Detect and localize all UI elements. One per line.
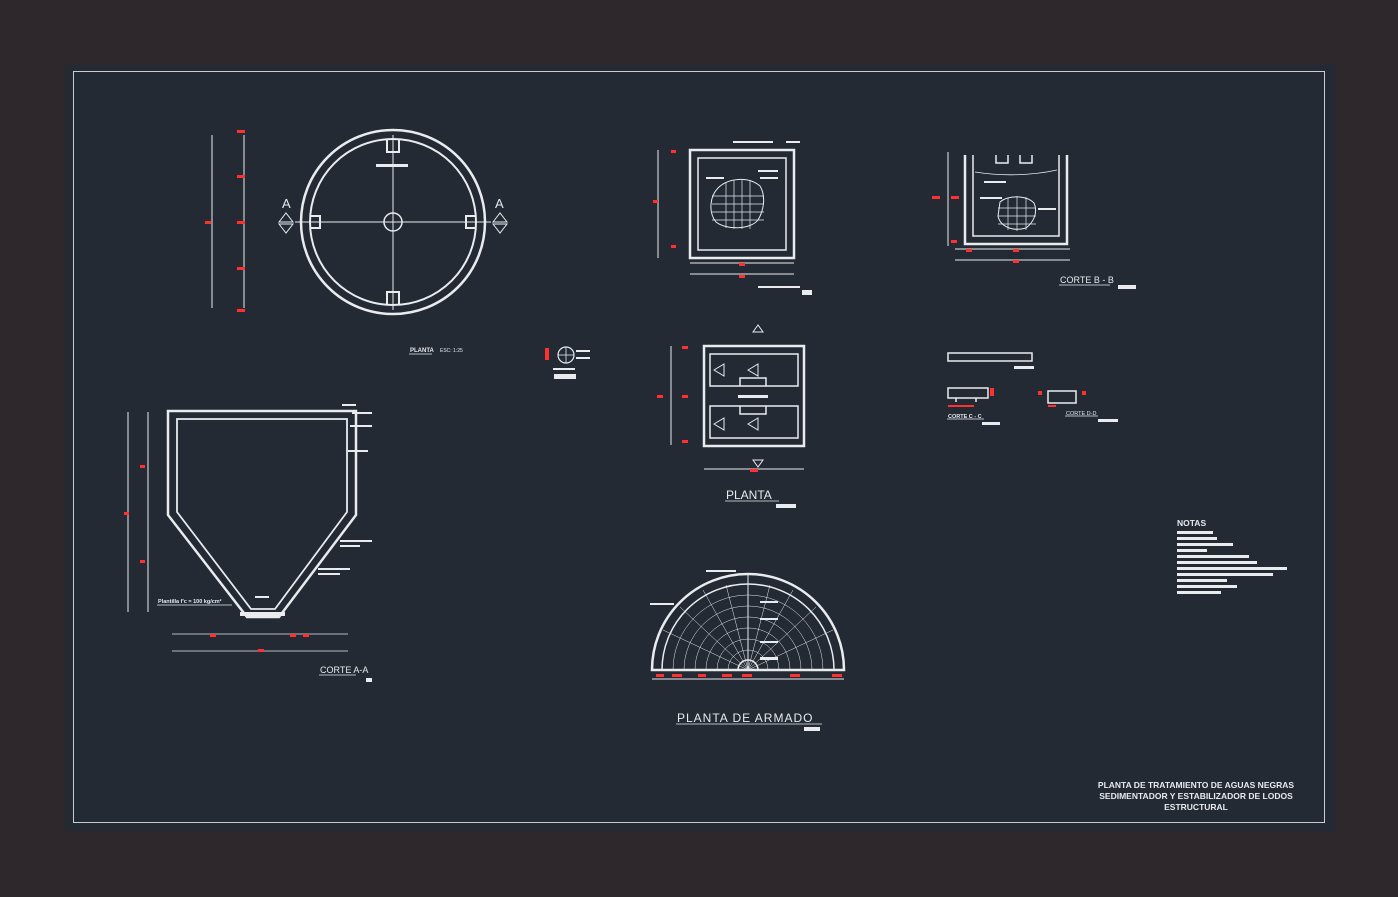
planta-small-scale: ESC: 1:25 xyxy=(440,348,463,354)
small-sections: CORTE C - C CORTE D-D xyxy=(947,352,1118,425)
title-line-3: ESTRUCTURAL xyxy=(1164,802,1228,812)
planta-small-title: PLANTA xyxy=(410,348,435,354)
plantilla-note: Plantilla f'c = 100 kg/cm² xyxy=(158,598,222,605)
planta-armado-title: PLANTA DE ARMADO xyxy=(677,711,813,725)
notes-block: NOTAS xyxy=(1177,518,1287,594)
title-line-2: SEDIMENTADOR Y ESTABILIZADOR DE LODOS xyxy=(1099,791,1293,801)
notas-title: NOTAS xyxy=(1177,518,1206,528)
title-line-1: PLANTA DE TRATAMIENTO DE AGUAS NEGRAS xyxy=(1098,780,1294,790)
section-mark-a-right: A xyxy=(495,196,504,211)
corte-aa-title: CORTE A-A xyxy=(320,665,368,675)
small-detail xyxy=(545,346,590,379)
corte-dd-title: CORTE D-D xyxy=(1066,411,1096,417)
section-mark-a-left: A xyxy=(282,196,291,211)
square-plan xyxy=(653,141,812,295)
title-block: PLANTA DE TRATAMIENTO DE AGUAS NEGRAS SE… xyxy=(1098,780,1294,812)
planta-de-armado: PLANTA DE ARMADO xyxy=(650,570,846,731)
circular-plan: A A PLANTA ESC: 1:25 xyxy=(205,128,509,355)
drawing-sheet xyxy=(65,65,1335,831)
center-plan: PLANTA xyxy=(657,324,806,508)
corte-cc-title: CORTE C - C xyxy=(948,414,982,420)
sheet-border xyxy=(73,71,1325,823)
corte-aa: Plantilla f'c = 100 kg/cm² CORTE A-A xyxy=(124,404,372,682)
corte-bb: CORTE B - B xyxy=(932,152,1136,289)
corte-bb-title: CORTE B - B xyxy=(1060,275,1114,285)
planta-center-title: PLANTA xyxy=(726,488,772,502)
